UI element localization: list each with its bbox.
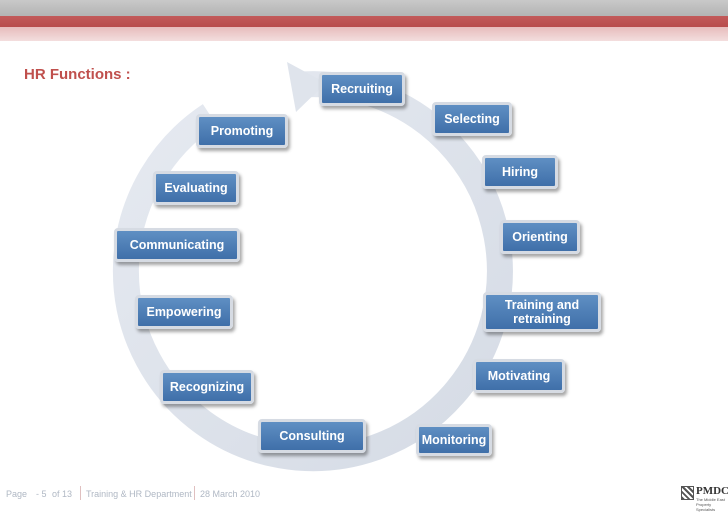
cycle-step-box: Promoting <box>196 114 288 148</box>
cycle-step-box: Monitoring <box>416 424 492 456</box>
footer-page-total: of 13 <box>52 489 73 499</box>
cycle-step-box: Hiring <box>482 155 558 189</box>
footer: Page - 5 of 13 Training & HR Department … <box>0 484 728 504</box>
footer-date: 28 March 2010 <box>200 489 261 499</box>
header-band-pink <box>0 27 728 41</box>
cycle-step-box: Recognizing <box>160 370 254 404</box>
footer-divider <box>80 486 81 500</box>
cycle-step-box: Training and retraining <box>483 292 601 332</box>
header-band-grey <box>0 0 728 16</box>
cycle-step-box: Consulting <box>258 419 366 453</box>
footer-page-label: Page <box>6 489 28 499</box>
cycle-step-box: Motivating <box>473 359 565 393</box>
cycle-step-box: Evaluating <box>153 171 239 205</box>
footer-department: Training & HR Department <box>86 489 192 499</box>
logo-name: PMDC <box>696 485 728 497</box>
cycle-step-box: Orienting <box>500 220 580 254</box>
pmdc-logo-icon <box>681 486 694 500</box>
footer-page-number: - 5 <box>36 489 47 499</box>
cycle-step-box: Empowering <box>135 295 233 329</box>
cycle-step-box: Recruiting <box>319 72 405 106</box>
slide-title: HR Functions : <box>24 66 131 83</box>
cycle-step-box: Selecting <box>432 102 512 136</box>
cycle-step-box: Communicating <box>114 228 240 262</box>
footer-divider <box>194 486 195 500</box>
cycle-arrowhead-icon <box>287 62 326 112</box>
logo-tagline: The Middle East Property Specialists <box>696 497 725 512</box>
header-band-red <box>0 16 728 27</box>
